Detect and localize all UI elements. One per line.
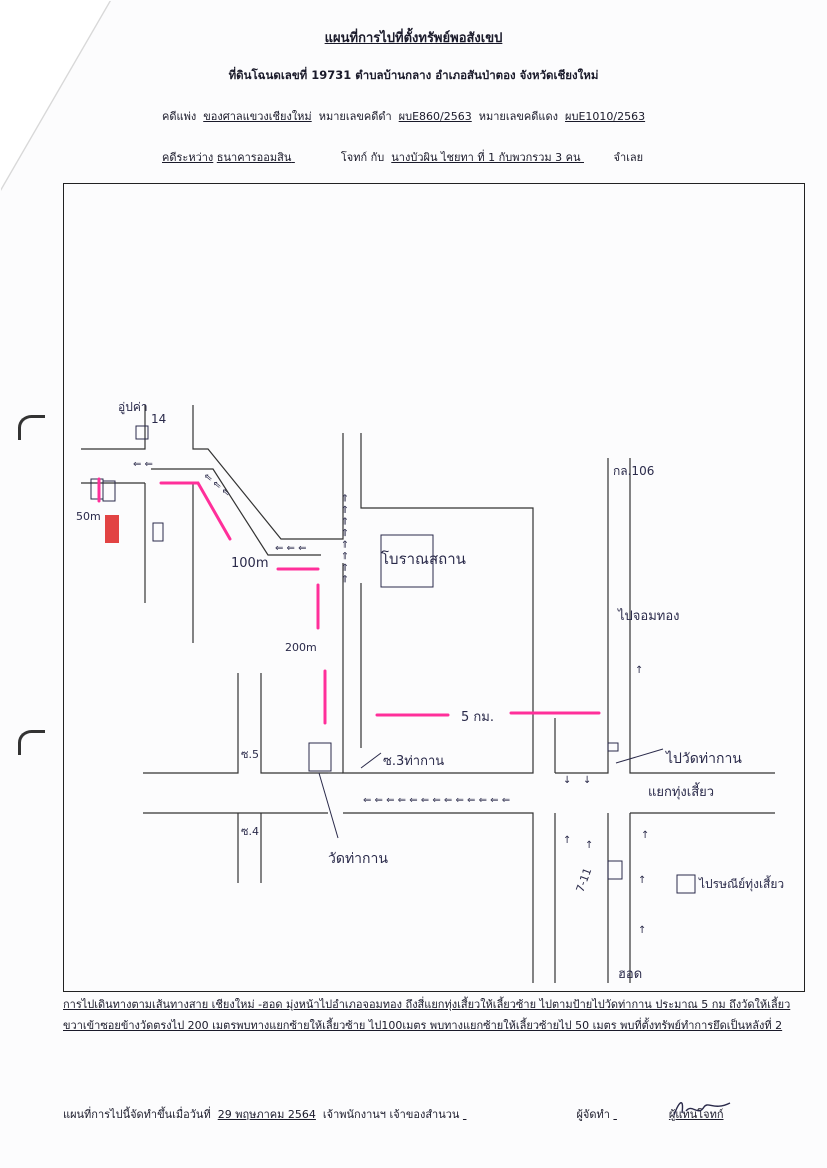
label-seven-eleven: 7-11 xyxy=(574,866,595,894)
buildings xyxy=(90,425,696,894)
court-name: ของศาลแขวงเชียงใหม่ xyxy=(203,110,312,123)
svg-text:↑: ↑ xyxy=(585,840,593,851)
svg-text:↓: ↓ xyxy=(583,775,591,786)
label-5km: 5 กม. xyxy=(461,710,494,725)
label-to-hot: ฮอด xyxy=(618,967,642,982)
signature-image xyxy=(673,1102,731,1116)
footer-line: แผนที่การไปนี้จัดทำขึ้นเมื่อวันที่ 29 พฤ… xyxy=(63,1105,724,1123)
made-date: 29 พฤษภาคม 2564 xyxy=(217,1108,316,1121)
svg-text:↑: ↑ xyxy=(635,665,643,676)
map-labels: อู่ปค่า 14 50m 100m 200m 5 กม. โบราณสถาน… xyxy=(76,400,784,982)
case-type: คดีแพ่ง xyxy=(162,110,197,123)
label-to-chomthong: ไปจอมทอง xyxy=(617,608,680,624)
route-description: การไปเดินทางตามเส้นทางสาย เชียงใหม่ -ฮอด… xyxy=(63,998,791,1032)
label-soi4: ซ.4 xyxy=(241,825,259,838)
svg-text:⇐ ⇐ ⇐ ⇐ ⇐ ⇐ ⇐ ⇐ ⇐ ⇐ ⇐ ⇐ ⇐: ⇐ ⇐ ⇐ ⇐ ⇐ ⇐ ⇐ ⇐ ⇐ ⇐ ⇐ ⇐ ⇐ xyxy=(363,795,510,806)
highlighted-route xyxy=(97,477,601,725)
label-50m: 50m xyxy=(76,510,101,523)
route-map: ⇐ ⇐ ⇐ ⇐ ⇐ ⇐ ⇐ ⇐ ⇒ ⇒ ⇒ ⇒ ⇒ ⇒ ⇒ ⇒ ⇐ ⇐ ⇐ ⇐ … xyxy=(76,400,784,983)
label-junction: แยกทุ่งเสี้ยว xyxy=(648,782,714,800)
label-oopkha-no: 14 xyxy=(151,412,166,426)
svg-text:↑: ↑ xyxy=(563,835,571,846)
label-soi3: ซ.3ท่ากาน xyxy=(383,754,444,769)
officer-label: เจ้าพนักงานฯ เจ้าของสำนวน xyxy=(322,1108,460,1121)
defendant: นางบัวผิน ไชยทา ที่ 1 กับพวกรวม 3 คน xyxy=(391,151,581,164)
maker-label: ผู้จัดทำ xyxy=(576,1108,610,1121)
svg-text:⇒ ⇒ ⇒ ⇒ ⇒ ⇒ ⇒ ⇒: ⇒ ⇒ ⇒ ⇒ ⇒ ⇒ ⇒ ⇒ xyxy=(340,494,351,583)
label-100m: 100m xyxy=(231,556,268,571)
blank-line xyxy=(463,1108,573,1121)
svg-text:↑: ↑ xyxy=(641,830,649,841)
folded-corner xyxy=(0,0,110,190)
svg-text:↑: ↑ xyxy=(638,875,646,886)
black-no: ผบE860/2563 xyxy=(398,110,472,123)
case-line: คดีแพ่ง ของศาลแขวงเชียงใหม่ หมายเลขคดีดำ… xyxy=(162,107,645,125)
label-post-office: ไปรษณีย์ทุ่งเสี้ยว xyxy=(698,875,784,892)
plaintiff: ธนาคารออมสิน xyxy=(216,151,292,164)
label-200m: 200m xyxy=(285,641,317,654)
parties-line: คดีระหว่าง ธนาคารออมสิน โจทก์ กับ นางบัว… xyxy=(162,148,643,166)
defendant-role: จำเลย xyxy=(613,151,644,164)
label-to-wat: ไปวัดท่ากาน xyxy=(665,750,742,767)
svg-text:⇐ ⇐ ⇐: ⇐ ⇐ ⇐ xyxy=(275,543,307,554)
signature-line xyxy=(613,1108,665,1121)
svg-text:⇐ ⇐: ⇐ ⇐ xyxy=(133,459,153,470)
made-label: แผนที่การไปนี้จัดทำขึ้นเมื่อวันที่ xyxy=(63,1108,211,1121)
direction-arrows: ⇐ ⇐ ⇐ ⇐ ⇐ ⇐ ⇐ ⇐ ⇒ ⇒ ⇒ ⇒ ⇒ ⇒ ⇒ ⇒ ⇐ ⇐ ⇐ ⇐ … xyxy=(133,459,649,936)
svg-text:↑: ↑ xyxy=(638,925,646,936)
map-frame xyxy=(63,183,805,992)
roads xyxy=(81,405,775,983)
between-label: คดีระหว่าง xyxy=(162,151,214,164)
black-no-label: หมายเลขคดีดำ xyxy=(318,110,392,123)
label-boran: โบราณสถาน xyxy=(381,550,466,568)
red-no: ผบE1010/2563 xyxy=(565,110,646,123)
label-wat: วัดท่ากาน xyxy=(328,851,388,867)
punch-hole xyxy=(18,730,45,755)
label-oopkha: อู่ปค่า xyxy=(118,400,148,415)
punch-hole xyxy=(18,415,45,440)
red-no-label: หมายเลขคดีแดง xyxy=(478,110,559,123)
label-soi5: ซ.5 xyxy=(241,748,259,761)
plaintiff-role: โจทก์ กับ xyxy=(340,151,385,164)
page-subtitle: ที่ดินโฉนดเลขที่ 19731 ตำบลบ้านกลาง อำเภ… xyxy=(228,68,599,82)
page-title: แผนที่การไปที่ตั้งทรัพย์พอสังเขป xyxy=(324,31,503,46)
svg-text:↓: ↓ xyxy=(563,775,571,786)
label-kl106: กล.106 xyxy=(613,464,654,478)
